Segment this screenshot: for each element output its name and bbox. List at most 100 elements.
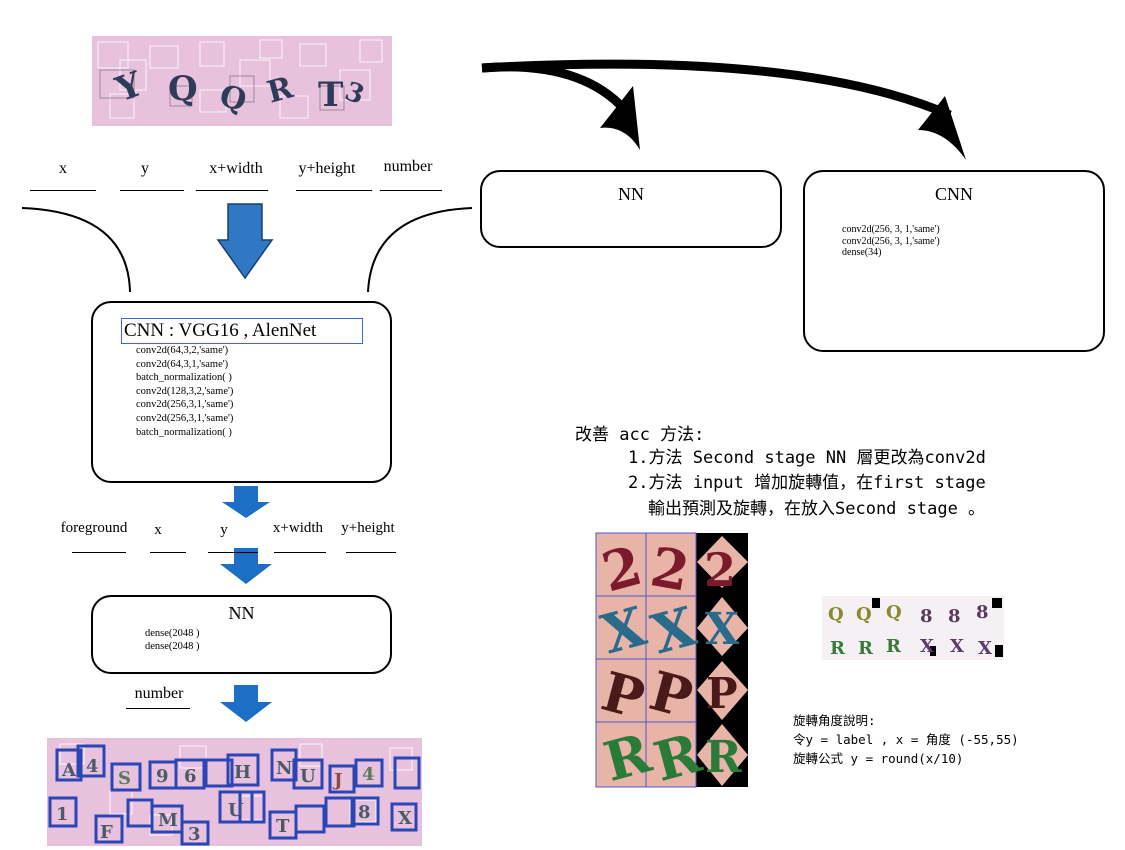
underline [196,190,268,191]
top-cnn-title: CNN [934,184,973,204]
main-cnn-title: CNN : VGG16 , AlenNet [121,318,363,344]
branch-arrows [481,59,966,160]
bottom-nn-title: NN [228,603,255,623]
notes-item-2-cont: 輸出預測及旋轉，在放入Second stage 。 [648,499,986,519]
captcha-char: T [276,816,290,837]
underline [72,552,126,553]
augmentation-samples: Q Q Q 8 8 8 R R R X X X [822,596,1004,660]
top-captcha-image: Y Q Q R T 3 [92,36,392,126]
aug-char: X [978,638,992,659]
underline [380,190,442,191]
aug-char: Q [828,604,844,625]
underline [274,552,326,553]
captcha-char: M [158,810,178,831]
captcha-char: Q [168,69,198,109]
underline [346,552,396,553]
captcha-char: T [318,75,343,115]
input-label-number: number [383,158,433,175]
layer-line: dense(2048 ) [145,640,200,652]
main-cnn-layers: conv2d(64,3,2,'same') conv2d(64,3,1,'same… [136,344,233,439]
aug-char: 8 [948,606,961,627]
mid-label-x: x [154,522,162,538]
grid-char: R [705,732,742,783]
captcha-char: 1 [56,804,69,825]
captcha-char: U [228,800,244,821]
layer-line: conv2d(256, 3, 1,'same') [842,235,940,247]
layer-line: conv2d(256,3,1,'same') [136,412,234,424]
layer-line: conv2d(128,3,2,'same') [136,385,234,397]
notes-heading: 改善 acc 方法: [575,425,705,445]
mid-label-y: y [220,522,228,538]
input-label-x: x [59,160,67,177]
captcha-char: 9 [156,766,169,787]
detection-output-image: A 4 S 9 6 H N U J 4 1 F M 3 U T 8 X [47,738,422,846]
bottom-nn-layers: dense(2048 )dense(2048 ) [145,628,200,653]
rotation-samples-grid: 2 2 2 X X X P P P R R R [595,532,748,794]
top-cnn-layers: conv2d(256, 3, 1,'same')conv2d(256, 3, 1… [842,224,940,259]
output-label-number: number [134,685,184,702]
aug-char: Q [886,602,902,623]
layer-line: dense(2048 ) [145,628,200,639]
captcha-char: H [234,762,251,783]
layer-line: conv2d(64,3,2,'same') [136,345,229,356]
layer-line: batch_normalization( ) [136,426,232,438]
connector-curve-left [21,207,131,293]
aug-char: R [858,638,874,659]
layer-line: conv2d(256,3,1,'same') [136,399,234,411]
captcha-char: 6 [184,766,197,787]
rotation-line-1: 令y = label , x = 角度 (-55,55) [793,732,1019,747]
layer-line: dense(34) [842,247,882,258]
captcha-char: N [276,758,292,779]
grid-char: P [706,669,738,718]
captcha-char: S [118,768,131,789]
underline [30,190,96,191]
aug-char: R [886,636,902,657]
rotation-heading: 旋轉角度說明: [793,713,876,728]
top-cnn-box: CNN conv2d(256, 3, 1,'same')conv2d(256, … [803,170,1105,352]
down-arrow-icon [220,548,272,584]
captcha-char: J [332,770,343,791]
aug-char: X [950,636,964,657]
captcha-char: 4 [86,756,99,777]
captcha-char: 8 [358,802,371,823]
input-label-y-height: y+height [298,160,356,177]
captcha-char: X [398,808,412,829]
top-nn-box: NN [480,170,782,248]
down-arrow-icon [216,203,274,280]
mid-label-y-height: y+height [341,520,395,536]
underline [150,552,186,553]
layer-line: conv2d(256, 3, 1,'same') [842,224,940,235]
input-label-x-width: x+width [209,160,263,177]
input-label-y: y [141,160,149,177]
aug-char: 8 [976,602,989,623]
layer-line: conv2d(64,3,1,'same') [136,358,229,370]
notes-item-2: 2.方法 input 增加旋轉值，在first stage [628,473,986,493]
mid-label-foreground: foreground [60,520,128,536]
main-cnn-box: CNN : VGG16 , AlenNet conv2d(64,3,2,'sam… [91,301,392,483]
captcha-char: F [100,822,113,843]
grid-char: X [705,604,740,655]
captcha-char: A [61,760,77,781]
underline [126,708,190,709]
down-arrow-icon [220,685,272,722]
down-arrow-icon [222,486,270,518]
bottom-nn-box: NN dense(2048 )dense(2048 ) [91,595,392,674]
underline [296,190,372,191]
underline [120,190,184,191]
top-nn-title: NN [618,184,644,204]
rotation-line-2: 旋轉公式 y = round(x/10) [793,751,964,766]
notes-item-1: 1.方法 Second stage NN 層更改為conv2d [628,448,986,468]
aug-char: Q [856,604,872,625]
aug-char: R [830,638,846,659]
aug-char: 8 [920,606,933,627]
captcha-char: 4 [362,764,375,785]
layer-line: batch_normalization( ) [136,372,232,384]
grid-char: 2 [704,543,736,597]
captcha-char: 3 [188,824,201,845]
aug-char: X [920,636,934,657]
connector-curve-right [367,207,473,293]
mid-label-x-width: x+width [272,520,324,536]
underline [208,552,258,553]
captcha-char: U [300,766,316,787]
